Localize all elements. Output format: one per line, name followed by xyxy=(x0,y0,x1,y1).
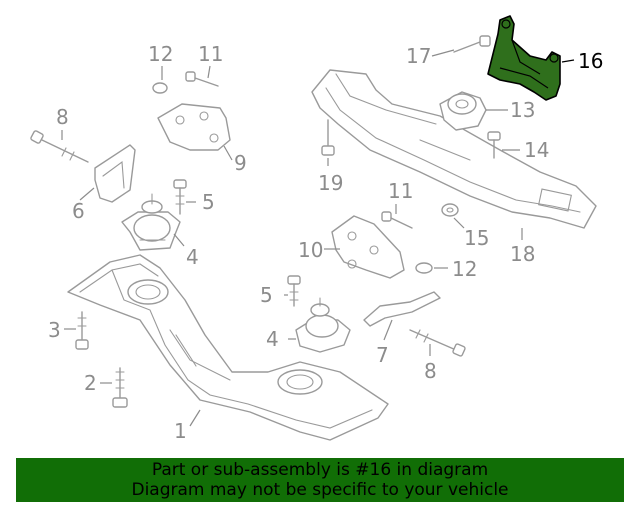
part-5-bolt-left xyxy=(173,179,187,215)
callout-8-lower: 8 xyxy=(424,359,437,383)
part-15-nut xyxy=(441,203,459,217)
callout-12-lower: 12 xyxy=(452,257,477,281)
callout-10: 10 xyxy=(298,238,323,262)
parts-diagram: 1 2 3 4 5 6 8 9 12 11 10 11 12 5 4 7 8 1… xyxy=(30,15,603,443)
part-1-crossmember xyxy=(67,254,389,441)
callout-2: 2 xyxy=(84,371,97,395)
callout-7: 7 xyxy=(376,343,389,367)
callouts: 1 2 3 4 5 6 8 9 12 11 10 11 12 5 4 7 8 1… xyxy=(48,42,603,443)
part-4-mount-middle xyxy=(295,297,351,353)
part-6-bracket xyxy=(94,144,136,203)
part-13-mount xyxy=(439,91,487,131)
part-12-nut-upper xyxy=(152,82,168,94)
part-10-bracket xyxy=(331,215,405,279)
part-17-bolt xyxy=(453,35,491,53)
callout-18: 18 xyxy=(510,242,535,266)
part-18-crossmember xyxy=(311,69,597,229)
callout-11-upper: 11 xyxy=(198,42,223,66)
callout-15: 15 xyxy=(464,226,489,250)
notice-banner: Part or sub-assembly is #16 in diagram D… xyxy=(16,458,624,502)
part-12-nut-lower xyxy=(415,262,433,274)
part-11-bolt-lower xyxy=(381,211,413,229)
callout-8-upper: 8 xyxy=(56,105,69,129)
part-8-bolt-lower xyxy=(409,329,466,357)
callout-12-upper: 12 xyxy=(148,42,173,66)
part-16-bracket-highlighted xyxy=(487,15,561,101)
callout-4-left: 4 xyxy=(186,245,199,269)
callout-11-lower: 11 xyxy=(388,179,413,203)
part-11-bolt-upper xyxy=(185,71,219,87)
callout-4-middle: 4 xyxy=(266,327,279,351)
part-4-mount-left xyxy=(121,193,181,251)
part-8-bolt-upper xyxy=(30,130,89,163)
callout-3: 3 xyxy=(48,318,61,342)
callout-17: 17 xyxy=(406,44,431,68)
notice-line-2: Diagram may not be specific to your vehi… xyxy=(131,480,509,500)
part-9-bracket xyxy=(157,103,231,151)
part-3-bolt xyxy=(75,311,89,350)
callout-1: 1 xyxy=(174,419,187,443)
callout-13: 13 xyxy=(510,98,535,122)
callout-5-middle: 5 xyxy=(260,283,273,307)
leader-lines xyxy=(61,49,575,427)
callout-19: 19 xyxy=(318,171,343,195)
callout-14: 14 xyxy=(524,138,549,162)
part-2-bolt xyxy=(112,367,128,408)
part-14-bolt xyxy=(487,131,501,159)
callout-16: 16 xyxy=(578,49,603,73)
notice-line-1: Part or sub-assembly is #16 in diagram xyxy=(151,460,489,480)
part-5-bolt-middle xyxy=(287,275,301,307)
callout-9: 9 xyxy=(234,151,247,175)
part-19-bolt xyxy=(321,119,335,156)
part-7-bracket xyxy=(363,291,441,327)
callout-5-left: 5 xyxy=(202,190,215,214)
callout-6: 6 xyxy=(72,199,85,223)
